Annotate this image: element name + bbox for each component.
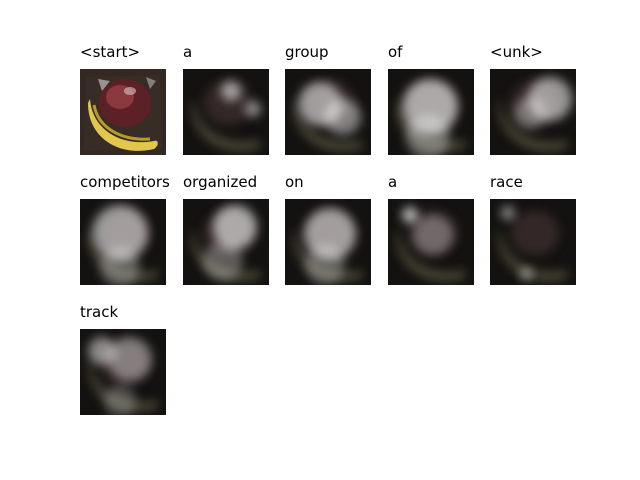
token-word: a [388,173,398,191]
token-word: on [285,173,304,191]
attention-map-image [183,69,269,155]
token-word: competitors [80,173,170,191]
token-word: organized [183,173,258,191]
attention-map-image [490,69,576,155]
attention-map-image [285,69,371,155]
attention-map-image [388,199,474,285]
token-word: of [388,43,403,61]
token-word: track [80,303,119,321]
attention-map-image [388,69,474,155]
attention-map-image [183,199,269,285]
attention-map-image [490,199,576,285]
original-image [80,69,166,155]
attention-map-image [285,199,371,285]
token-word: <unk> [490,43,543,61]
token-word: race [490,173,523,191]
attention-map-image [80,329,166,415]
attention-map-image [80,199,166,285]
token-word: a [183,43,193,61]
token-word: <start> [80,43,141,61]
token-word: group [285,43,329,61]
